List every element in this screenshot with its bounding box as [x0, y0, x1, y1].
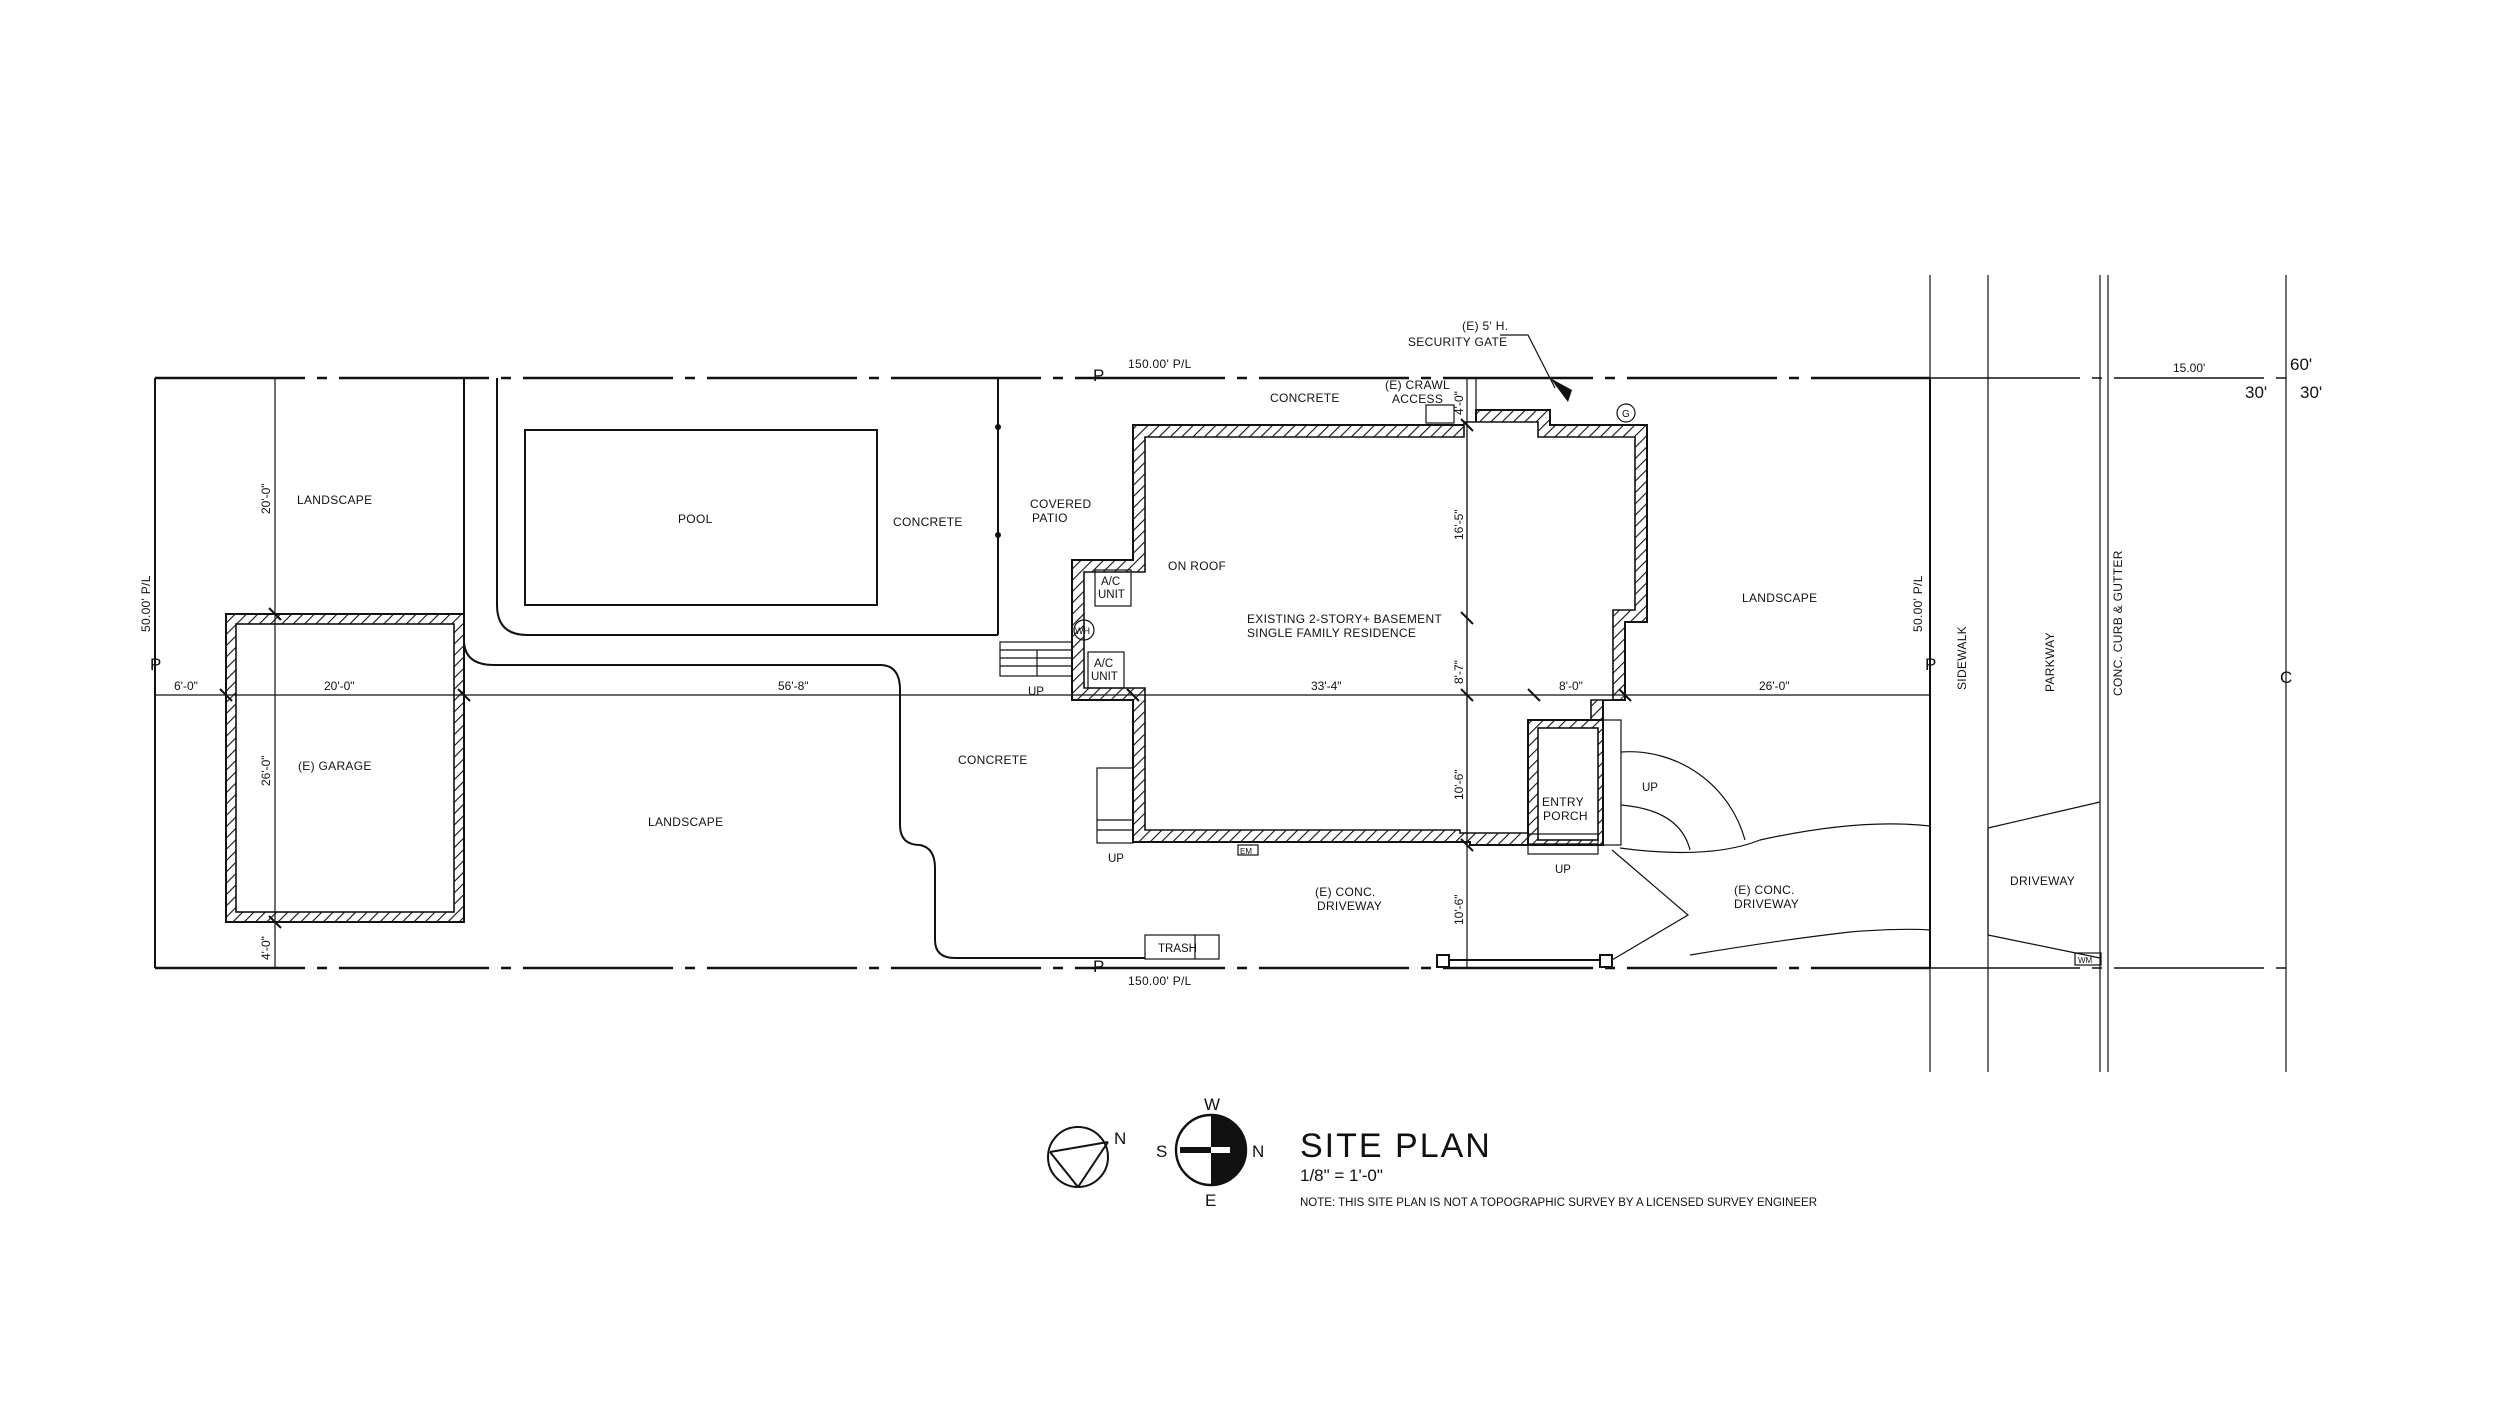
- dim-street-15: 15.00': [2173, 361, 2205, 375]
- dimension-lines: [155, 378, 1930, 968]
- crawl-access-label-1: (E) CRAWL: [1385, 378, 1450, 392]
- street-driveway-label: DRIVEWAY: [2010, 874, 2075, 888]
- plan-labels: 150.00' P/L 150.00' P/L 50.00' P/L 50.00…: [139, 319, 2292, 988]
- dim-street-30b: 30': [2300, 383, 2322, 402]
- concrete-top-label: CONCRETE: [1270, 391, 1340, 405]
- pl-marker-top: P: [1093, 366, 1104, 385]
- dim-20-0: 20'-0": [324, 679, 355, 693]
- dimension-labels: 6'-0" 20'-0" 56'-8" 33'-4" 8'-0" 26'-0" …: [174, 355, 2322, 960]
- centerline-marker: C: [2280, 668, 2292, 687]
- sidewalk-label: SIDEWALK: [1955, 626, 1969, 690]
- parkway-label: PARKWAY: [2043, 632, 2057, 692]
- up-label-4: UP: [1642, 782, 1658, 794]
- pl-marker-left: P: [150, 655, 161, 674]
- entry-porch-label-2: PORCH: [1543, 809, 1588, 823]
- landscape-east-label: LANDSCAPE: [1742, 591, 1817, 605]
- dim-v-8-7: 8'-7": [1452, 660, 1466, 684]
- covered-patio-label-2: PATIO: [1032, 511, 1068, 525]
- north-arrow-n: N: [1114, 1129, 1126, 1148]
- residence-label-2: SINGLE FAMILY RESIDENCE: [1247, 626, 1416, 640]
- plan-note: NOTE: THIS SITE PLAN IS NOT A TOPOGRAPHI…: [1300, 1197, 1817, 1209]
- garage-label: (E) GARAGE: [298, 759, 372, 773]
- ac-unit-1-label-1: A/C: [1101, 576, 1120, 588]
- crawl-access-label-2: ACCESS: [1392, 392, 1443, 406]
- security-gate-label-2: SECURITY GATE: [1408, 335, 1507, 349]
- concrete-pool-label: CONCRETE: [893, 515, 963, 529]
- gas-meter-label: G: [1622, 409, 1630, 420]
- water-meter-label: WM: [2078, 956, 2093, 965]
- covered-patio-label-1: COVERED: [1030, 497, 1091, 511]
- driveway-1-label-2: DRIVEWAY: [1317, 899, 1382, 913]
- dim-6-0: 6'-0": [174, 679, 198, 693]
- pl-marker-right: P: [1925, 655, 1936, 674]
- north-arrow-icon: N: [1047, 1126, 1126, 1188]
- up-label-2: UP: [1108, 853, 1124, 865]
- ac-unit-1-label-2: UNIT: [1098, 589, 1125, 601]
- compass-s: S: [1156, 1142, 1167, 1161]
- driveway-1-label-1: (E) CONC.: [1315, 885, 1376, 899]
- on-roof-label: ON ROOF: [1168, 559, 1226, 573]
- dim-v-4-0-top: 4'-0": [1452, 391, 1466, 415]
- landscape-nw-label: LANDSCAPE: [297, 493, 372, 507]
- ac-unit-2-label-2: UNIT: [1091, 671, 1118, 683]
- concrete-mid-label: CONCRETE: [958, 753, 1028, 767]
- pl-left-label: 50.00' P/L: [139, 575, 153, 632]
- pool-area: [496, 378, 1075, 677]
- pl-right-label: 50.00' P/L: [1911, 575, 1925, 632]
- dim-street-30a: 30': [2245, 383, 2267, 402]
- compass-e: E: [1205, 1191, 1216, 1210]
- trash-label: TRASH: [1158, 943, 1197, 955]
- driveways: [1436, 823, 1931, 968]
- entry-porch-label-1: ENTRY: [1542, 795, 1584, 809]
- pl-top-label: 150.00' P/L: [1128, 357, 1192, 371]
- driveway-2-label-2: DRIVEWAY: [1734, 897, 1799, 911]
- curb-label: CONC. CURB & GUTTER: [2111, 550, 2125, 696]
- dim-v-26-0: 26'-0": [259, 755, 273, 786]
- dim-v-16-5: 16'-5": [1452, 509, 1466, 540]
- pl-bottom-label: 150.00' P/L: [1128, 974, 1192, 988]
- dim-street-60: 60': [2290, 355, 2312, 374]
- dim-v-20-0: 20'-0": [259, 483, 273, 514]
- up-label-3: UP: [1555, 864, 1571, 876]
- landscape-sw-label: LANDSCAPE: [648, 815, 723, 829]
- entry-porch: [1527, 719, 1746, 855]
- security-gate-label-1: (E) 5' H.: [1462, 319, 1508, 333]
- title-block: N W S N E SITE PLAN 1/8" = 1'-0" NOTE: T…: [1047, 1095, 1817, 1210]
- compass-icon: W S N E: [1156, 1095, 1264, 1210]
- dim-8-0: 8'-0": [1559, 679, 1583, 693]
- dim-v-10-6-a: 10'-6": [1452, 769, 1466, 800]
- electric-meter-label: EM: [1240, 847, 1252, 856]
- dim-33-4: 33'-4": [1311, 679, 1342, 693]
- dim-v-4-0-bottom: 4'-0": [259, 936, 273, 960]
- garage: [225, 613, 465, 923]
- plan-title: SITE PLAN: [1300, 1127, 1492, 1165]
- ac-unit-2-label-1: A/C: [1094, 658, 1113, 670]
- pl-marker-bottom: P: [1093, 957, 1104, 976]
- compass-w: W: [1204, 1095, 1220, 1114]
- street-lines: [1929, 275, 2287, 1072]
- pool-label: POOL: [678, 512, 713, 526]
- compass-n: N: [1252, 1142, 1264, 1161]
- plan-scale: 1/8" = 1'-0": [1300, 1166, 1383, 1185]
- dim-26-0: 26'-0": [1759, 679, 1790, 693]
- equipment: [1073, 334, 2102, 966]
- water-heater-label: WH: [1075, 626, 1090, 636]
- walkway-lines: [463, 378, 1145, 959]
- up-label-1: UP: [1028, 686, 1044, 698]
- residence-label-1: EXISTING 2-STORY+ BASEMENT: [1247, 612, 1442, 626]
- dim-v-10-6-b: 10'-6": [1452, 894, 1466, 925]
- house: [1071, 409, 1648, 848]
- driveway-2-label-1: (E) CONC.: [1734, 883, 1795, 897]
- dim-56-8: 56'-8": [778, 679, 809, 693]
